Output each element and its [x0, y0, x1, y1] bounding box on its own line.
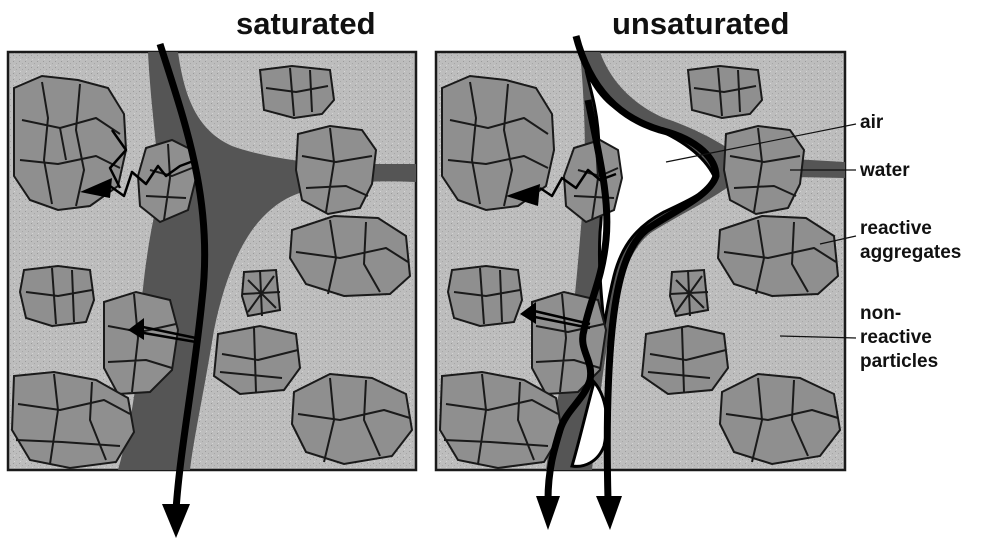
reactive-aggregate: [260, 66, 334, 118]
reactive-aggregate: [290, 216, 410, 296]
reactive-aggregate: [564, 140, 622, 222]
legend-reactive-line1: reactive: [860, 218, 932, 239]
saturated-flow-arrowhead: [162, 504, 190, 538]
reactive-aggregate: [20, 266, 94, 326]
reactive-aggregate: [720, 374, 840, 464]
saturated-title: saturated: [236, 6, 376, 41]
unsaturated-flow-arrowhead-right: [596, 496, 622, 530]
reactive-aggregate: [670, 270, 708, 316]
legend-water: water: [859, 160, 910, 181]
reactive-aggregate: [688, 66, 762, 118]
legend-nonreactive-line2: reactive: [860, 327, 932, 348]
reactive-aggregate: [292, 374, 412, 464]
legend-nonreactive-line3: particles: [860, 351, 938, 372]
reactive-aggregate: [642, 326, 728, 394]
legend-nonreactive-line1: non-: [860, 303, 901, 324]
reactive-aggregate: [448, 266, 522, 326]
legend-reactive-line2: aggregates: [860, 242, 961, 263]
unsaturated-panel: [436, 36, 845, 530]
unsaturated-flow-arrowhead-left: [536, 496, 560, 530]
saturated-panel: [8, 44, 416, 538]
reactive-aggregate: [214, 326, 300, 394]
reactive-aggregate: [718, 216, 838, 296]
legend-air: air: [860, 112, 884, 133]
unsaturated-title: unsaturated: [612, 6, 789, 41]
reactive-aggregate: [242, 270, 280, 316]
reactive-aggregate: [296, 126, 376, 214]
